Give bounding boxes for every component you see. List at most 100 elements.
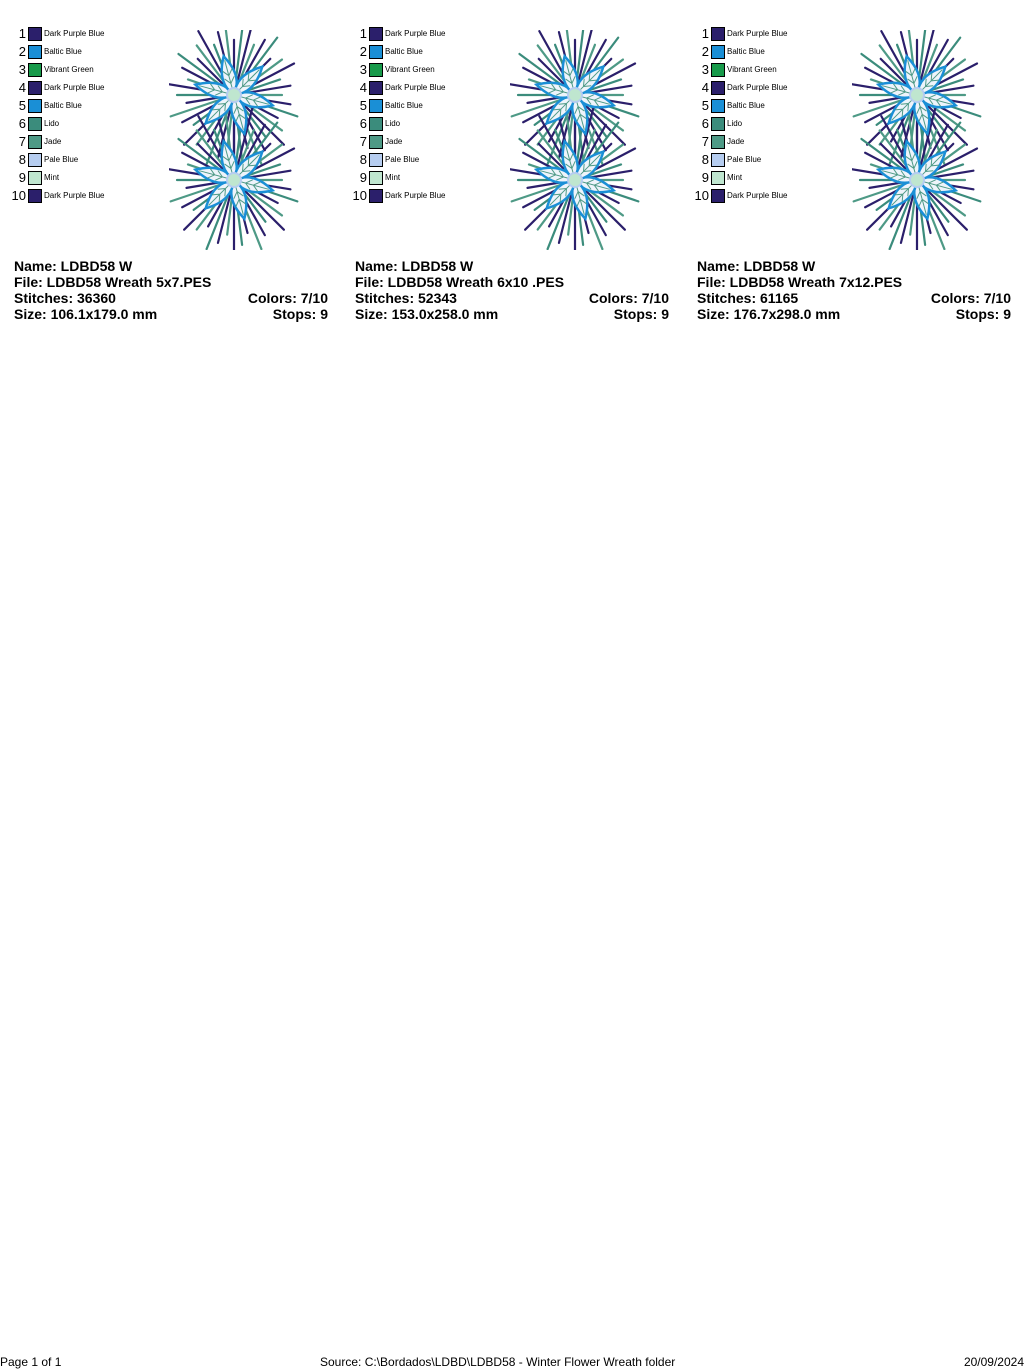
thread-color-swatch <box>711 81 725 95</box>
thread-color-number: 5 <box>18 98 26 113</box>
thread-color-swatch <box>28 63 42 77</box>
poinsettia-petal <box>232 149 265 182</box>
thread-color-swatch <box>369 189 383 203</box>
thread-color-swatch <box>369 27 383 41</box>
print-date: 20/09/2024 <box>963 1355 1024 1369</box>
thread-color-swatch <box>28 45 42 59</box>
design-size: Size: 106.1x179.0 mm <box>14 306 158 322</box>
thread-color-swatch <box>369 99 383 113</box>
thread-color-name: Baltic Blue <box>727 47 765 56</box>
thread-color-swatch <box>28 189 42 203</box>
thread-color-name: Baltic Blue <box>44 101 82 110</box>
thread-color-row: 3 Vibrant Green <box>683 62 833 78</box>
thread-color-number: 7 <box>701 134 709 149</box>
thread-color-number: 8 <box>701 152 709 167</box>
thread-color-number: 2 <box>18 44 26 59</box>
source-path: Source: C:\Bordados\LDBD\LDBD58 - Winter… <box>320 1355 676 1369</box>
thread-color-name: Vibrant Green <box>44 65 94 74</box>
design-name: Name: LDBD58 W <box>697 258 816 274</box>
page-footer: Page 1 of 1 Source: C:\Bordados\LDBD\LDB… <box>0 1354 1024 1370</box>
thread-color-name: Dark Purple Blue <box>44 29 105 38</box>
flower-center <box>567 172 583 188</box>
thread-color-swatch <box>369 135 383 149</box>
thread-color-swatch <box>28 27 42 41</box>
thread-color-swatch <box>28 81 42 95</box>
thread-color-name: Baltic Blue <box>727 101 765 110</box>
thread-color-name: Pale Blue <box>727 155 762 164</box>
thread-color-row: 8 Pale Blue <box>683 152 833 168</box>
thread-color-number: 10 <box>352 188 367 203</box>
thread-color-name: Dark Purple Blue <box>385 191 446 200</box>
design-name: Name: LDBD58 W <box>14 258 133 274</box>
thread-color-name: Lido <box>727 119 743 128</box>
embroidery-design-preview <box>169 30 299 250</box>
thread-color-number: 7 <box>18 134 26 149</box>
thread-color-number: 8 <box>18 152 26 167</box>
thread-color-swatch <box>369 81 383 95</box>
thread-color-row: 7 Jade <box>341 134 491 150</box>
thread-color-swatch <box>369 171 383 185</box>
thread-color-number: 7 <box>359 134 367 149</box>
poinsettia-petal <box>915 149 948 182</box>
thread-color-name: Jade <box>385 137 403 146</box>
thread-color-name: Vibrant Green <box>727 65 777 74</box>
thread-color-name: Dark Purple Blue <box>385 83 446 92</box>
thread-color-name: Mint <box>44 173 60 182</box>
color-count: Colors: 7/10 <box>588 290 669 306</box>
thread-color-swatch <box>369 63 383 77</box>
flower-center <box>226 87 242 103</box>
thread-color-number: 3 <box>701 62 709 77</box>
thread-color-name: Vibrant Green <box>385 65 435 74</box>
thread-color-swatch <box>28 171 42 185</box>
thread-color-number: 9 <box>359 170 367 185</box>
thread-color-number: 1 <box>359 26 367 41</box>
thread-color-row: 10 Dark Purple Blue <box>341 188 491 204</box>
thread-color-number: 8 <box>359 152 367 167</box>
color-count: Colors: 7/10 <box>247 290 328 306</box>
thread-color-row: 8 Pale Blue <box>341 152 491 168</box>
thread-color-number: 2 <box>359 44 367 59</box>
thread-color-swatch <box>711 45 725 59</box>
thread-color-swatch <box>711 63 725 77</box>
thread-color-swatch <box>711 153 725 167</box>
thread-color-number: 6 <box>701 116 709 131</box>
thread-color-swatch <box>711 135 725 149</box>
thread-color-swatch <box>711 189 725 203</box>
thread-color-swatch <box>711 171 725 185</box>
stitch-count: Stitches: 52343 <box>355 290 457 306</box>
thread-color-row: 6 Lido <box>683 116 833 132</box>
embroidery-design-preview <box>510 30 640 250</box>
thread-color-name: Jade <box>44 137 62 146</box>
thread-color-swatch <box>711 27 725 41</box>
thread-color-number: 4 <box>701 80 709 95</box>
thread-color-name: Dark Purple Blue <box>44 191 105 200</box>
poinsettia-petal <box>915 64 948 97</box>
poinsettia-petal <box>573 149 606 182</box>
poinsettia-petal <box>573 64 606 97</box>
poinsettia-petal <box>192 166 236 185</box>
color-count: Colors: 7/10 <box>930 290 1011 306</box>
design-file: File: LDBD58 Wreath 6x10 .PES <box>355 274 565 290</box>
thread-color-swatch <box>28 117 42 131</box>
thread-color-name: Pale Blue <box>385 155 420 164</box>
thread-color-swatch <box>28 153 42 167</box>
flower-center <box>909 172 925 188</box>
